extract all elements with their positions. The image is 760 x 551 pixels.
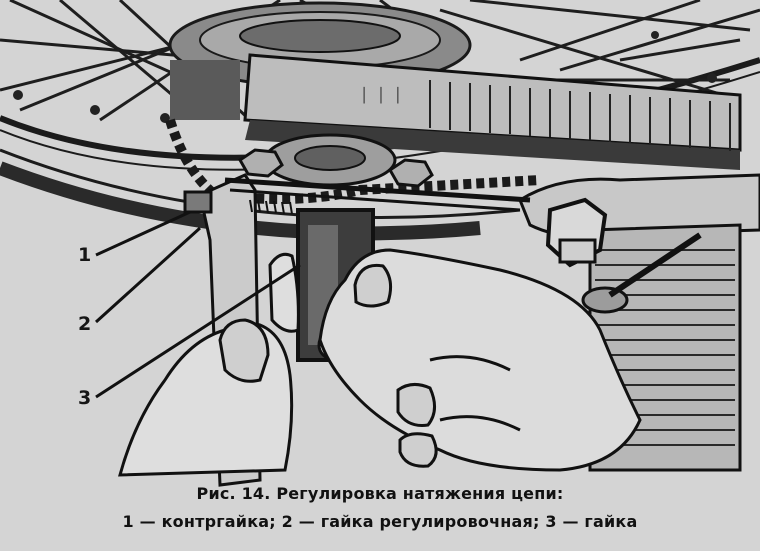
svg-text:│ │ │: │ │ │ xyxy=(360,86,402,104)
callout-1-label: 1 xyxy=(78,244,92,266)
chain-guard: │ │ │ xyxy=(243,53,742,170)
right-hand xyxy=(318,248,642,472)
figure-caption-title: Рис. 14. Регулировка натяжения цепи: xyxy=(196,484,564,503)
figure-caption-legend: 1 — контргайка; 2 — гайка регулировочная… xyxy=(122,512,638,531)
callout-2-label: 2 xyxy=(78,313,92,335)
spoke-nipples xyxy=(13,31,717,123)
axle-nuts xyxy=(238,148,434,188)
callout-3-label: 3 xyxy=(78,387,92,409)
callout-leaders xyxy=(94,210,301,399)
left-hand xyxy=(118,252,300,477)
sprocket xyxy=(263,133,397,187)
